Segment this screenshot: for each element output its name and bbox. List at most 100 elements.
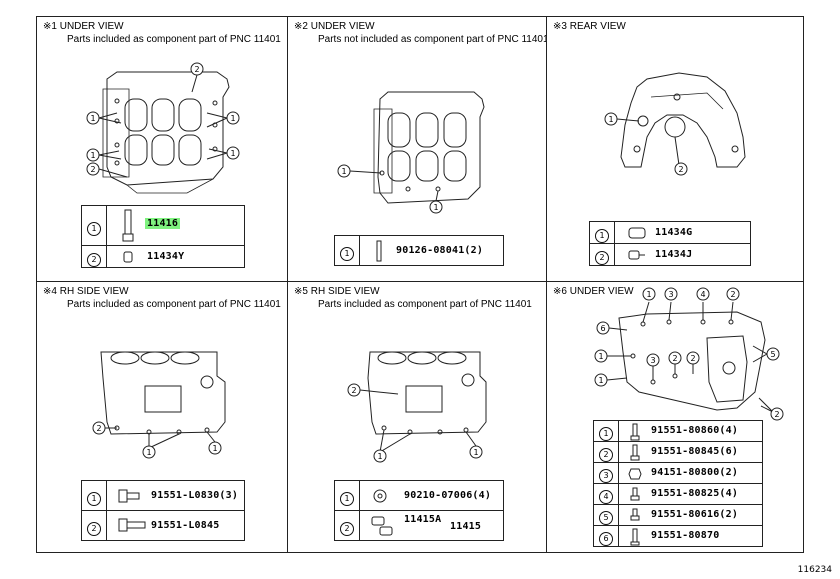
washer-icon — [373, 489, 387, 503]
engine-block-under-view-figure: 1 3 4 2 6 1 1 3 2 2 5 2 — [594, 287, 784, 421]
engine-block-rh-side-figure: 2 1 1 — [347, 351, 487, 463]
svg-text:1: 1 — [341, 167, 346, 176]
table-row: 6 91551-80870 — [593, 525, 763, 547]
item-number: 6 — [599, 532, 613, 546]
item-number: 3 — [599, 469, 613, 483]
svg-text:2: 2 — [690, 354, 695, 363]
parts-table: 1 90126-08041(2) — [334, 235, 504, 266]
svg-text:2: 2 — [351, 386, 356, 395]
table-row: 2 11434Y — [81, 245, 245, 268]
item-number: 1 — [599, 427, 613, 441]
part-number[interactable]: 90210-07006(4) — [404, 490, 492, 501]
svg-text:1: 1 — [212, 444, 217, 453]
table-row: 1 11434G — [589, 221, 751, 244]
table-row: 2 11415A 11415 — [334, 510, 504, 541]
engine-block-under-view-figure: 1 1 1 1 2 2 — [86, 62, 240, 194]
plug-icon — [628, 227, 646, 239]
table-row: 3 94151-80800(2) — [593, 462, 763, 484]
engine-block-under-view-figure: 1 1 — [337, 91, 485, 214]
part-number[interactable]: 91551-80845(6) — [651, 446, 739, 457]
table-row: 2 91551-L0845 — [81, 510, 245, 541]
item-number: 1 — [87, 491, 101, 506]
item-number: 4 — [599, 490, 613, 504]
part-number[interactable]: 11415 — [450, 521, 482, 532]
table-row: 1 91551-80860(4) — [593, 420, 763, 442]
item-number: 2 — [340, 521, 354, 536]
panel-title: ※2 UNDER VIEW — [294, 21, 375, 32]
svg-text:3: 3 — [668, 290, 673, 299]
panel-title: ※1 UNDER VIEW — [43, 21, 124, 32]
bolt-icon — [630, 423, 640, 441]
panel-6-under-view: ※6 UNDER VIEW 1 3 4 2 6 1 1 3 2 2 5 2 — [546, 281, 804, 553]
panel-subtitle: Parts included as component part of PNC … — [318, 299, 532, 310]
svg-text:1: 1 — [608, 115, 613, 124]
item-number: 2 — [595, 250, 609, 265]
svg-text:2: 2 — [672, 354, 677, 363]
item-number: 1 — [340, 491, 354, 506]
svg-text:4: 4 — [700, 290, 705, 299]
table-row: 2 11434J — [589, 243, 751, 266]
svg-text:2: 2 — [194, 65, 199, 74]
svg-text:1: 1 — [433, 203, 438, 212]
part-number[interactable]: 11434G — [655, 227, 693, 238]
bolt-icon — [630, 487, 640, 501]
svg-text:2: 2 — [774, 410, 779, 419]
figure-code: 116234 — [797, 565, 832, 575]
svg-text:1: 1 — [646, 290, 651, 299]
part-number[interactable]: 91551-80870 — [651, 530, 720, 541]
parts-table: 1 11416 2 11434Y — [81, 205, 245, 268]
svg-text:1: 1 — [473, 448, 478, 457]
part-number[interactable]: 90126-08041(2) — [396, 245, 484, 256]
part-number[interactable]: 91551-80616(2) — [651, 509, 739, 520]
table-row: 1 11416 — [81, 205, 245, 246]
svg-text:1: 1 — [90, 114, 95, 123]
bolt-icon — [630, 508, 640, 521]
table-row: 5 91551-80616(2) — [593, 504, 763, 526]
table-row: 4 91551-80825(4) — [593, 483, 763, 505]
svg-text:1: 1 — [146, 448, 151, 457]
part-number[interactable]: 11434J — [655, 249, 693, 260]
panel-title: ※5 RH SIDE VIEW — [294, 286, 380, 297]
svg-text:1: 1 — [377, 452, 382, 461]
dowel-pin-icon — [123, 251, 133, 263]
item-number: 2 — [87, 252, 101, 267]
item-number: 5 — [599, 511, 613, 525]
svg-text:2: 2 — [678, 165, 683, 174]
panel-4-rh-side-view: ※4 RH SIDE VIEW Parts included as compon… — [36, 281, 288, 553]
engine-block-rear-view-figure: 1 2 — [604, 72, 746, 176]
bolt-icon — [630, 528, 640, 546]
nut-icon — [628, 468, 642, 480]
flange-bolt-icon — [118, 489, 140, 503]
part-number[interactable]: 91551-L0845 — [151, 520, 220, 531]
panel-subtitle: Parts not included as component part of … — [318, 34, 549, 45]
svg-text:5: 5 — [770, 350, 775, 359]
engine-block-rh-side-figure: 2 1 1 — [92, 351, 226, 459]
plug-icon — [628, 250, 645, 260]
table-row: 2 91551-80845(6) — [593, 441, 763, 463]
flange-bolt-icon — [118, 518, 146, 532]
part-number[interactable]: 11416 — [145, 218, 181, 229]
part-number[interactable]: 94151-80800(2) — [651, 467, 739, 478]
panel-1-under-view: ※1 UNDER VIEW Parts included as componen… — [36, 16, 288, 282]
item-number: 1 — [340, 246, 354, 261]
bolt-icon — [122, 209, 134, 242]
parts-table: 1 91551-80860(4) 2 91551-80845(6) 3 9415… — [593, 420, 763, 547]
panel-2-under-view: ※2 UNDER VIEW Parts not included as comp… — [287, 16, 549, 282]
part-number[interactable]: 11434Y — [147, 251, 185, 262]
svg-text:1: 1 — [90, 151, 95, 160]
panel-title: ※3 REAR VIEW — [553, 21, 626, 32]
parts-table: 1 90210-07006(4) 2 11415A 11415 — [334, 480, 504, 541]
part-number[interactable]: 11415A — [404, 514, 442, 525]
svg-text:2: 2 — [96, 424, 101, 433]
svg-text:1: 1 — [598, 376, 603, 385]
parts-table: 1 11434G 2 11434J — [589, 221, 751, 266]
part-number[interactable]: 91551-L0830(3) — [151, 490, 239, 501]
pin-icon — [376, 240, 382, 262]
svg-text:1: 1 — [230, 149, 235, 158]
part-number[interactable]: 91551-80825(4) — [651, 488, 739, 499]
parts-table: 1 91551-L0830(3) 2 91551-L0845 — [81, 480, 245, 541]
part-number[interactable]: 91551-80860(4) — [651, 425, 739, 436]
panel-5-rh-side-view: ※5 RH SIDE VIEW Parts included as compon… — [287, 281, 547, 553]
panel-3-rear-view: ※3 REAR VIEW 1 2 1 11434G 2 — [546, 16, 804, 282]
